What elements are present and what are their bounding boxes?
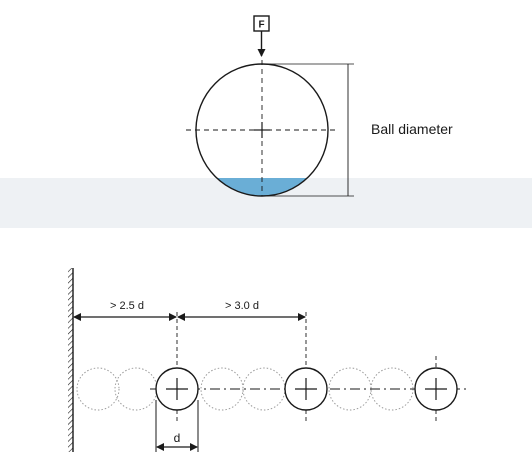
specimen-edge-hatch bbox=[68, 268, 73, 452]
ghost-indent bbox=[76, 367, 120, 411]
indent-spacing-label: > 3.0 d bbox=[225, 300, 259, 312]
edge-distance-label: > 2.5 d bbox=[110, 300, 144, 312]
indent-diameter-label: d bbox=[174, 431, 181, 445]
force-label: F bbox=[258, 20, 264, 31]
ghost-indent bbox=[200, 367, 244, 411]
ball-diameter-label: Ball diameter bbox=[371, 121, 453, 137]
indent-1 bbox=[155, 367, 199, 411]
indent-3 bbox=[414, 367, 458, 411]
indent-2 bbox=[284, 367, 328, 411]
